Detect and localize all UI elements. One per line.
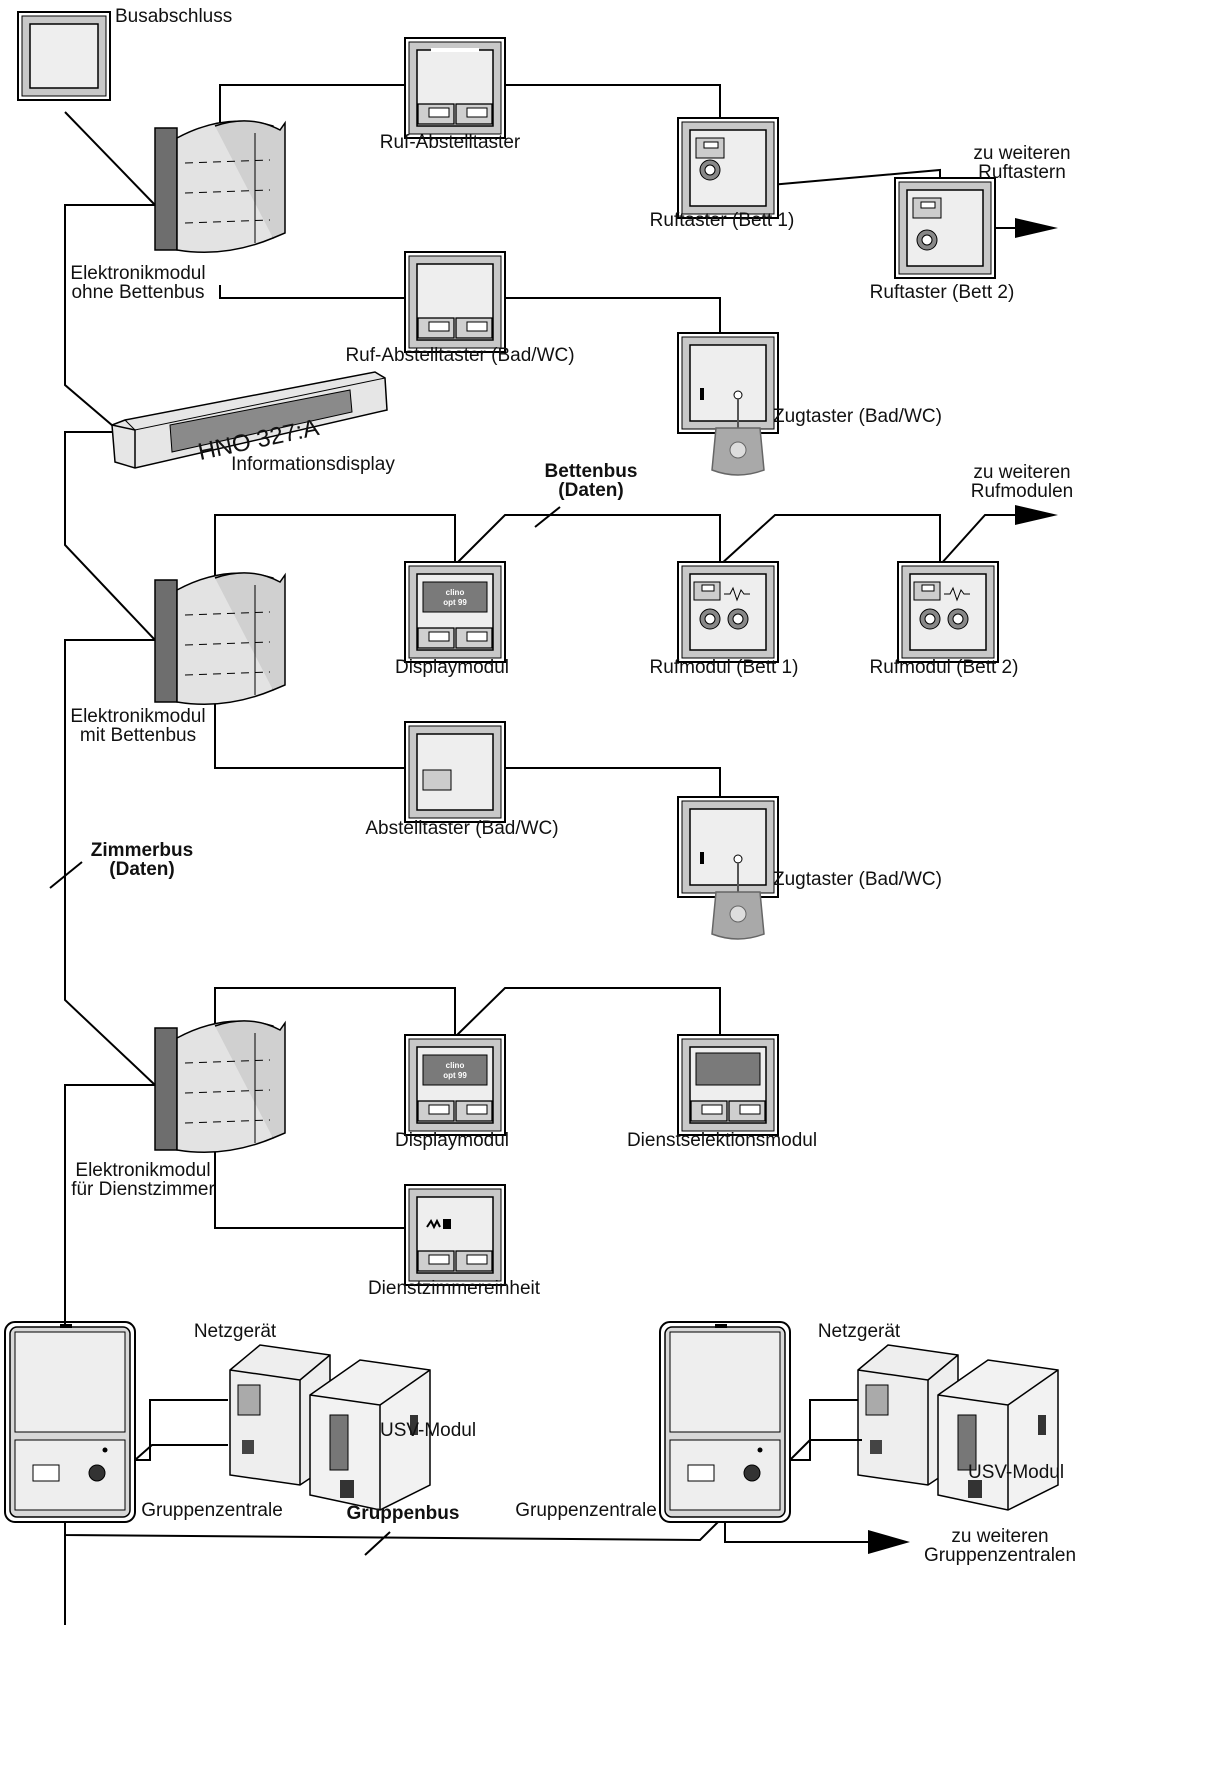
label-dienstselektionsmodul: Dienstselektionsmodul — [626, 1130, 818, 1151]
label-zimmerbus-1: Zimmerbus — [90, 840, 194, 861]
label-rufmodul-bett2: Rufmodul (Bett 2) — [869, 657, 1019, 678]
rufmodul-bett1-device — [677, 561, 779, 663]
label-em-dienst-1: Elektronikmodul — [75, 1160, 211, 1181]
elektronikmodul-mit-bettenbus — [154, 572, 286, 706]
label-netzgeraet-2: Netzgerät — [817, 1321, 901, 1342]
label-zu-weiteren-rufmodulen-2: Rufmodulen — [970, 481, 1074, 502]
label-em-mit-2: mit Bettenbus — [79, 725, 197, 746]
label-gruppenzentrale-2: Gruppenzentrale — [515, 1500, 657, 1521]
label-busabschluss: Busabschluss — [115, 6, 233, 27]
label-usv-2: USV-Modul — [968, 1462, 1065, 1483]
zugtaster-1-device — [677, 332, 779, 434]
elektronikmodul-dienstzimmer — [154, 1020, 286, 1154]
label-em-ohne-1: Elektronikmodul — [70, 263, 206, 284]
label-em-mit-1: Elektronikmodul — [70, 706, 206, 727]
label-gruppenbus: Gruppenbus — [346, 1503, 460, 1524]
displaymodul-2-device: clino opt 99 — [404, 1034, 506, 1136]
arrow-gruppenzentralen — [868, 1530, 910, 1554]
bus-ticks — [49, 506, 561, 1556]
netzgeraet-usv-2-device — [857, 1344, 1059, 1511]
label-netzgeraet-1: Netzgerät — [193, 1321, 277, 1342]
label-em-dienst-2: für Dienstzimmer — [71, 1179, 215, 1200]
ruf-abstelltaster-bad-device — [404, 251, 506, 353]
label-displaymodul-2: Displaymodul — [394, 1130, 510, 1151]
busabschluss-device — [17, 11, 111, 101]
label-zu-weiteren-ruftastern-1: zu weiteren — [973, 143, 1071, 164]
abstelltaster-bad-device — [404, 721, 506, 823]
label-ruf-abstelltaster-bad: Ruf-Abstelltaster (Bad/WC) — [345, 345, 575, 366]
label-bettenbus-2: (Daten) — [558, 480, 624, 501]
label-usv-1: USV-Modul — [380, 1420, 477, 1441]
label-em-ohne-2: ohne Bettenbus — [71, 282, 205, 303]
displaymodul-1-model: opt 99 — [443, 598, 467, 607]
label-zu-weiteren-ruftastern-2: Ruftastern — [978, 162, 1066, 183]
label-zugtaster-2: Zugtaster (Bad/WC) — [773, 869, 942, 890]
label-informationsdisplay: Informationsdisplay — [231, 454, 395, 475]
lower-wires — [64, 1085, 870, 1543]
label-displaymodul-1: Displaymodul — [394, 657, 510, 678]
label-dienstzimmereinheit: Dienstzimmereinheit — [367, 1278, 541, 1299]
ruftaster-bett1-device — [677, 117, 779, 219]
label-zimmerbus-2: (Daten) — [109, 859, 175, 880]
label-ruf-abstelltaster: Ruf-Abstelltaster — [379, 132, 521, 153]
rufmodul-bett2-device — [897, 561, 999, 663]
dienstselektionsmodul-device — [677, 1034, 779, 1136]
label-zu-weiteren-rufmodulen-1: zu weiteren — [973, 462, 1071, 483]
label-abstelltaster-bad: Abstelltaster (Bad/WC) — [365, 818, 559, 839]
label-zugtaster-1: Zugtaster (Bad/WC) — [773, 406, 942, 427]
label-rufmodul-bett1: Rufmodul (Bett 1) — [649, 657, 799, 678]
zugtaster-2-device — [677, 796, 779, 898]
arrow-rufmodule — [985, 505, 1058, 525]
label-gruppenzentrale-1: Gruppenzentrale — [141, 1500, 283, 1521]
elektronikmodul-ohne-bettenbus — [154, 120, 286, 254]
ruftaster-bett2-device — [894, 177, 996, 279]
label-ruftaster-bett1: Ruftaster (Bett 1) — [649, 210, 795, 231]
displaymodul-2-brand: clino — [446, 1061, 465, 1070]
ruf-abstelltaster-device — [404, 37, 506, 139]
displaymodul-2-model: opt 99 — [443, 1071, 467, 1080]
displaymodul-1-brand: clino — [446, 588, 465, 597]
label-zu-weiteren-gz-2: Gruppenzentralen — [923, 1545, 1077, 1566]
informationsdisplay-device: HNO 327:A — [111, 371, 388, 469]
label-zu-weiteren-gz-1: zu weiteren — [951, 1526, 1049, 1547]
dienstzimmereinheit-device — [404, 1184, 506, 1286]
gruppenzentrale-2-device — [659, 1321, 791, 1523]
label-bettenbus-1: Bettenbus — [544, 461, 638, 482]
gruppenzentrale-1-device — [4, 1321, 136, 1523]
displaymodul-1-device: clino opt 99 — [404, 561, 506, 663]
label-ruftaster-bett2: Ruftaster (Bett 2) — [869, 282, 1015, 303]
